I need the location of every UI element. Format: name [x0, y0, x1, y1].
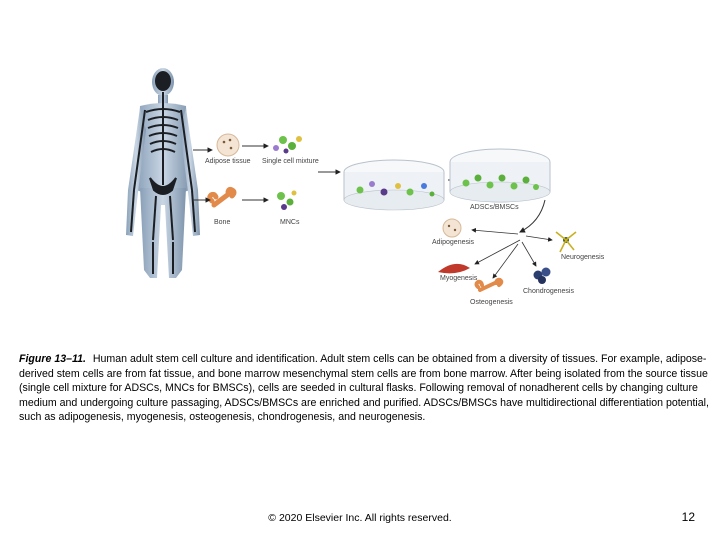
stem-cell-diagram: Adipose tissue Single cell mixture Bone …: [126, 68, 605, 306]
osteogenesis-icon: [474, 277, 504, 292]
human-body-skeleton: [126, 68, 200, 278]
myogenesis-icon: [438, 263, 470, 274]
caption-text: Human adult stem cell culture and identi…: [19, 353, 709, 424]
adipose-tissue-label: Adipose tissue: [205, 158, 251, 165]
chondrogenesis-icon: [533, 267, 551, 284]
copyright-footer: © 2020 Elsevier Inc. All rights reserved…: [268, 512, 452, 524]
adipogenesis-icon: [442, 218, 462, 238]
neurogenesis-icon: [555, 231, 577, 253]
culture-dish-1: [343, 159, 445, 211]
osteogenesis-label: Osteogenesis: [470, 299, 513, 306]
chondrogenesis-label: Chondrogenesis: [523, 288, 574, 295]
single-cell-mixture-icon: [273, 136, 302, 154]
neurogenesis-label: Neurogenesis: [561, 254, 605, 261]
adipogenesis-label: Adipogenesis: [432, 239, 475, 246]
culture-dish-2: [449, 148, 551, 203]
mncs-icon: [277, 190, 297, 210]
figure-caption: Figure 13–11. Human adult stem cell cult…: [19, 352, 709, 425]
mncs-label: MNCs: [280, 219, 300, 226]
figure-number: Figure 13–11.: [19, 353, 86, 365]
bone-label: Bone: [214, 219, 230, 226]
bone-icon: [207, 186, 237, 208]
adscs-bmscs-label: ADSCs/BMSCs: [470, 204, 519, 211]
single-cell-mixture-label: Single cell mixture: [262, 158, 319, 165]
page-number: 12: [681, 510, 695, 524]
myogenesis-label: Myogenesis: [440, 275, 478, 282]
adipose-tissue-icon: [216, 133, 240, 157]
